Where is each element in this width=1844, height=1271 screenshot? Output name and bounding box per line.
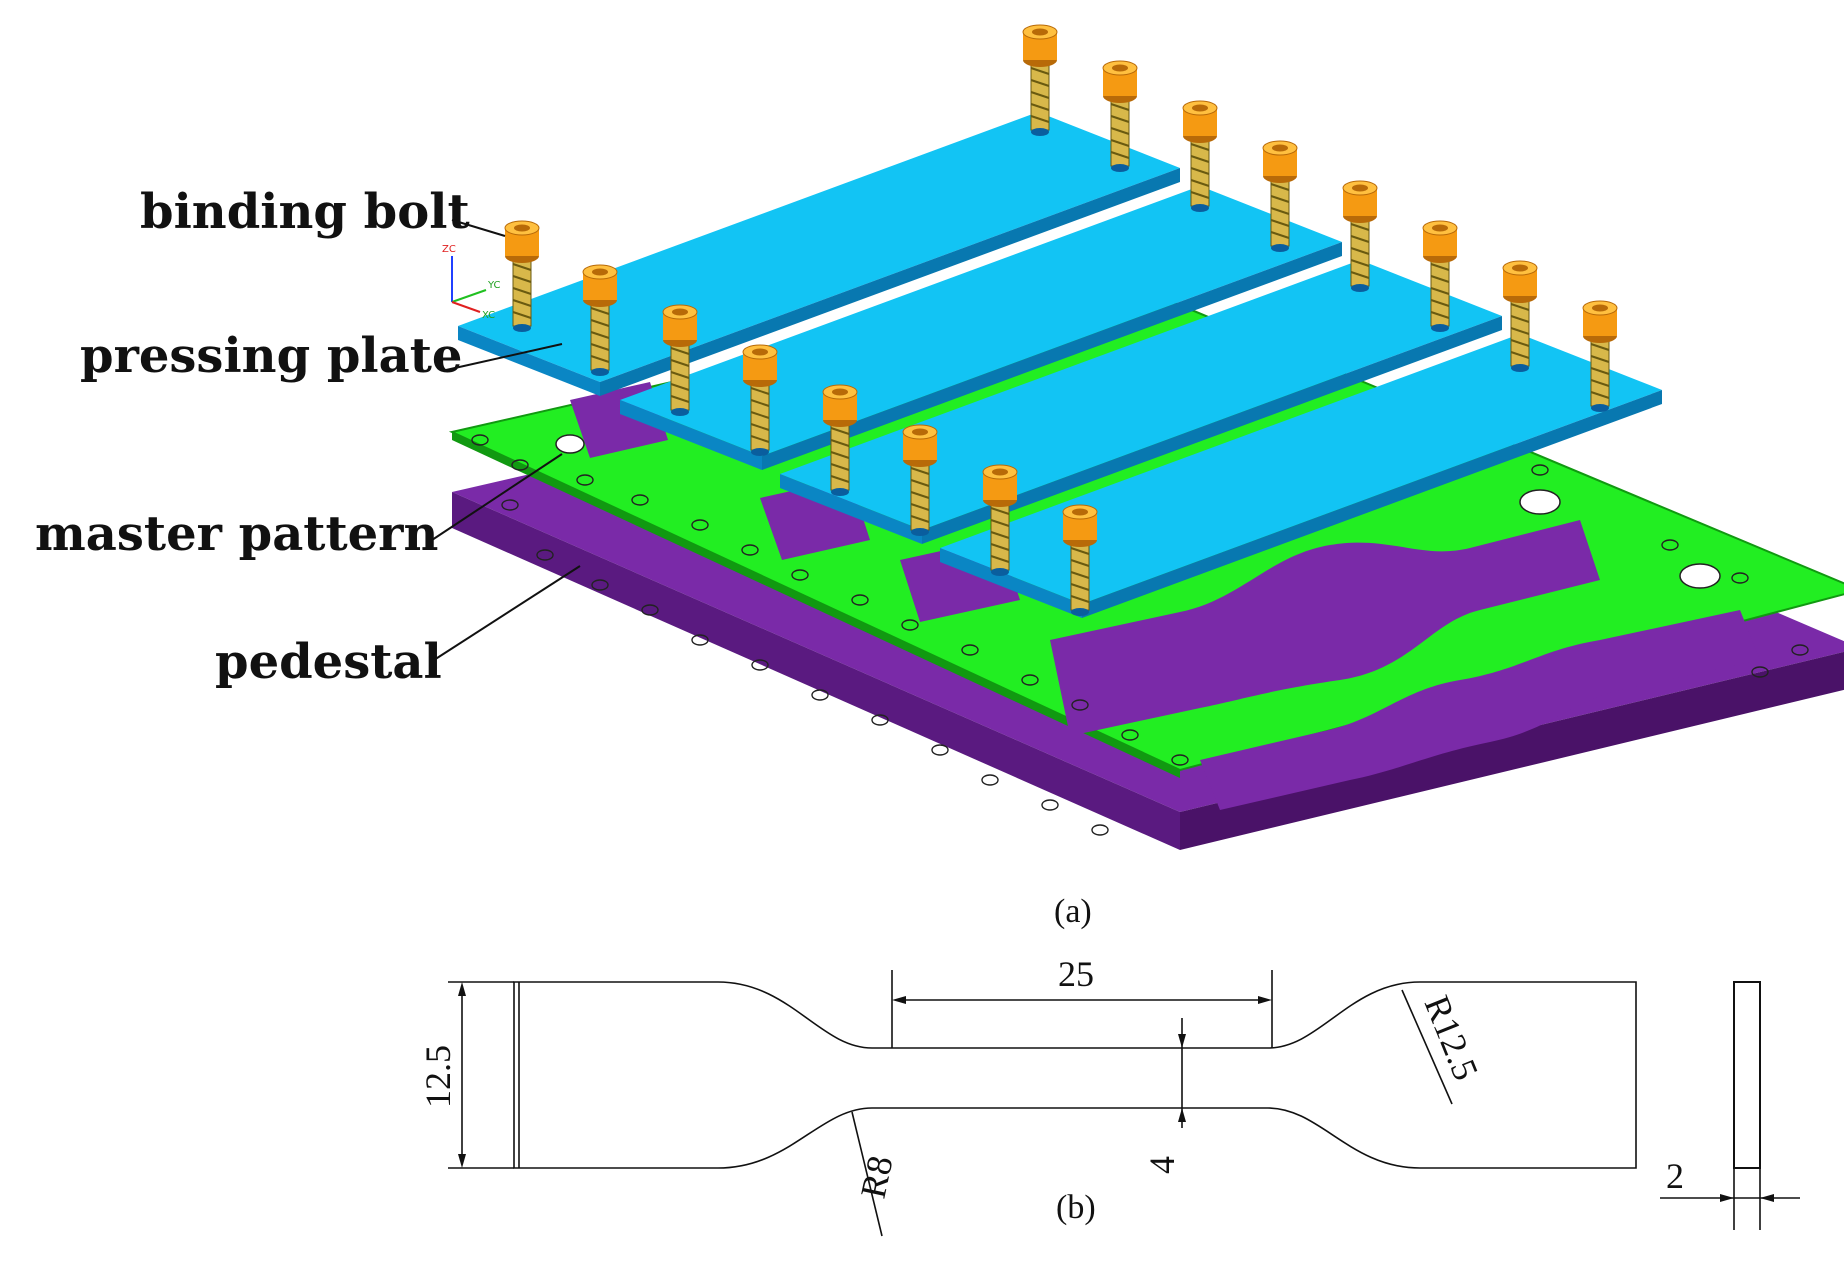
dim-radius-large: R12.5: [1417, 990, 1487, 1086]
callout-binding-bolt: binding bolt: [140, 184, 470, 240]
callout-pedestal: pedestal: [215, 634, 442, 690]
leader-pressing-plate: [445, 343, 563, 371]
dim-thickness: 2: [1666, 1156, 1684, 1196]
axis-triad-icon: ZC YC XC: [442, 244, 501, 321]
specimen-outline: [513, 981, 1637, 1169]
pressing-plates: [458, 112, 1662, 618]
leader-master-pattern: [431, 453, 563, 541]
specimen-side-view: [1733, 981, 1761, 1169]
callout-master-pattern: master pattern: [35, 506, 438, 562]
specimen-drawing: 12.5 25 4 R8 R12.5 2 (b): [418, 954, 1800, 1237]
dim-radius-small: R8: [853, 1152, 901, 1201]
assembly-drawing: ZC YC XC binding bolt pressing plate mas…: [35, 24, 1844, 930]
dim-gauge-length: 25: [1058, 954, 1094, 994]
panel-a-label: (a): [1054, 893, 1092, 930]
axis-y-label: YC: [487, 280, 501, 291]
dim-width: 12.5: [418, 1045, 458, 1108]
leader-binding-bolt: [451, 219, 506, 237]
callout-pressing-plate: pressing plate: [80, 328, 462, 384]
leader-pedestal: [433, 565, 581, 661]
panel-b-label: (b): [1056, 1189, 1096, 1226]
dim-gauge-width: 4: [1142, 1156, 1182, 1174]
axis-z-label: ZC: [442, 244, 456, 255]
axis-x-label: XC: [482, 310, 495, 321]
